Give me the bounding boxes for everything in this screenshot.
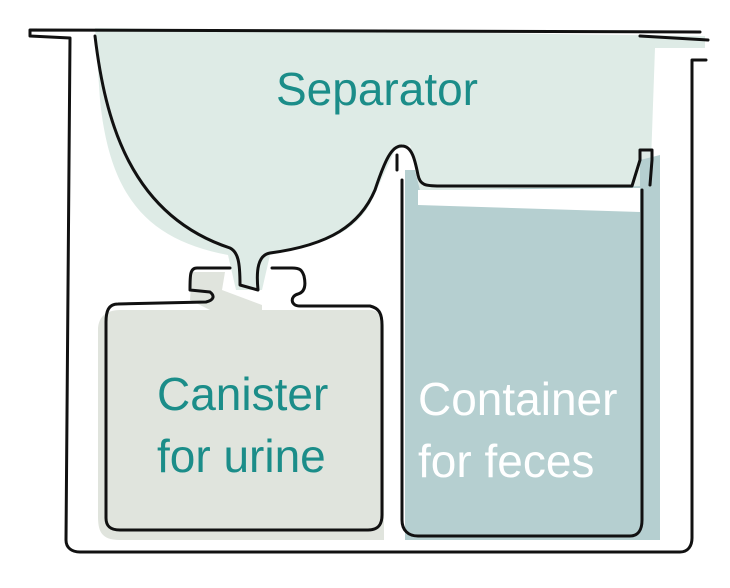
outer-tank-outline: [28, 28, 710, 554]
canister-label-line2: for urine: [157, 430, 326, 482]
separator-fill: [95, 28, 705, 290]
container-fill: [405, 155, 660, 540]
canister-label-line1: Canister: [157, 368, 328, 420]
canister-outline: [104, 266, 384, 532]
container-outline: [395, 153, 644, 538]
container-label-line1: Container: [418, 373, 617, 425]
container-label-line2: for feces: [418, 435, 594, 487]
canister-fill: [98, 272, 384, 540]
separator-outline: [93, 34, 654, 292]
separator-label: Separator: [276, 63, 478, 115]
